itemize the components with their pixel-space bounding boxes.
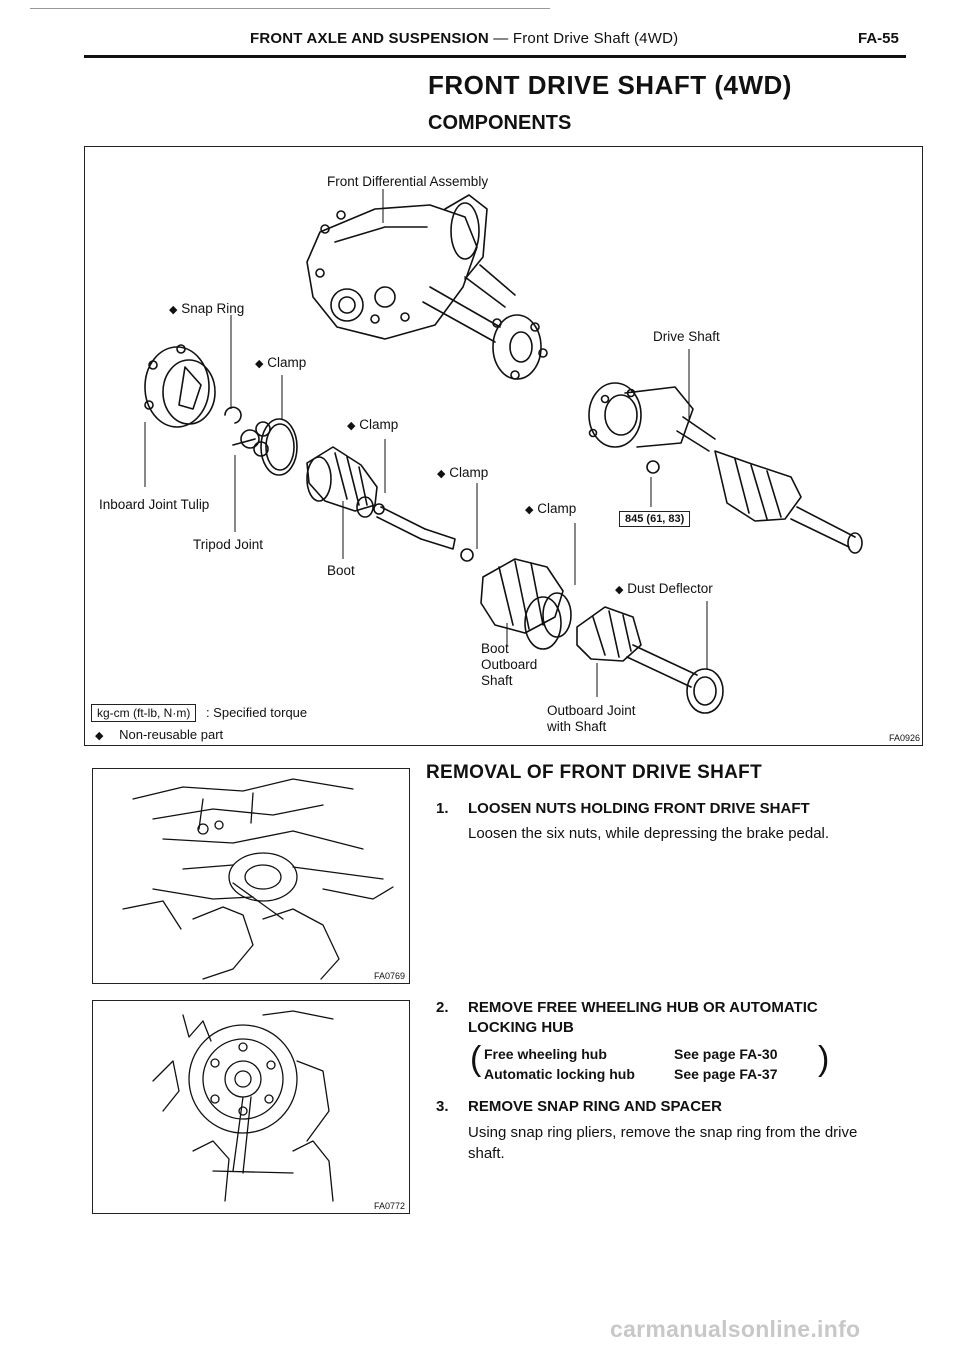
label-line: with Shaft [547, 719, 607, 734]
removal-heading: REMOVAL OF FRONT DRIVE SHAFT [426, 762, 762, 783]
label-clamp-4-group: ◆ Clamp [525, 501, 576, 516]
label-line: Boot [481, 641, 509, 656]
ref-page-link[interactable]: See page FA-37 [674, 1066, 778, 1082]
non-reusable-diamond-icon: ◆ [525, 504, 534, 516]
outboard-boot-drawing [480, 558, 572, 650]
snap-ring-drawing [224, 406, 242, 424]
inboard-joint-tulip-drawing [144, 344, 216, 428]
label-front-differential: Front Differential Assembly [327, 174, 489, 189]
photo-code: FA0769 [373, 971, 405, 981]
label-clamp-1-group: ◆ Clamp [255, 355, 306, 370]
label-dust-deflector: Dust Deflector [627, 581, 713, 596]
photo-loosen-nuts: FA0769 [92, 768, 410, 984]
label-snap-ring-group: ◆ Snap Ring [169, 301, 244, 316]
photo-remove-hub: FA0772 [92, 1000, 410, 1214]
label-clamp-1: Clamp [267, 355, 307, 370]
step-number: 3. [436, 1098, 449, 1115]
step-2-title: 2.REMOVE FREE WHEELING HUB OR AUTOMATIC … [436, 998, 818, 1038]
label-line: Outboard [481, 657, 538, 672]
step-1-title: 1. LOOSEN NUTS HOLDING FRONT DRIVE SHAFT [436, 800, 810, 817]
body-line: Using snap ring pliers, remove the snap … [468, 1124, 858, 1141]
ref-page-link[interactable]: See page FA-30 [674, 1046, 778, 1062]
label-boot-outboard-shaft: Boot Outboard Shaft [481, 641, 537, 689]
label-clamp-3: Clamp [449, 465, 489, 480]
header-subsection: Front Drive Shaft (4WD) [512, 30, 679, 47]
header-section: FRONT AXLE AND SUSPENSION [250, 30, 489, 47]
label-snap-ring: Snap Ring [181, 301, 245, 316]
body-line: shaft. [468, 1145, 505, 1162]
remove-hub-illustration [152, 1010, 334, 1202]
axle-flange-drawing [422, 286, 548, 380]
torque-spec-box: 845 (61, 83) [619, 511, 691, 527]
header-rule [84, 55, 906, 58]
hub-references: Free wheeling hub See page FA-30 Automati… [484, 1044, 778, 1084]
loosen-nuts-illustration [122, 778, 394, 980]
inboard-boot-drawing [306, 446, 385, 518]
drive-shaft-assembly-drawing [588, 382, 863, 554]
step-title: LOOSEN NUTS HOLDING FRONT DRIVE SHAFT [468, 800, 810, 817]
label-clamp-3-group: ◆ Clamp [437, 465, 488, 480]
ref-item: Automatic locking hub [484, 1066, 635, 1082]
step-number: 1. [436, 800, 449, 817]
exploded-view-drawing [144, 189, 863, 714]
step-number: 2. [436, 999, 449, 1016]
top-scan-rule [30, 8, 550, 9]
non-reusable-diamond-icon: ◆ [95, 730, 104, 742]
step-title: REMOVE SNAP RING AND SPACER [468, 1098, 722, 1115]
figure-code: FA0926 [888, 733, 920, 743]
legend-torque-desc: : Specified torque [205, 705, 308, 720]
label-clamp-4: Clamp [537, 501, 577, 516]
ref-item: Free wheeling hub [484, 1046, 607, 1062]
ref-open-brace: ( [470, 1040, 482, 1078]
clamp-ring-drawing [260, 418, 298, 476]
step-title-line: REMOVE FREE WHEELING HUB OR AUTOMATIC [468, 999, 818, 1016]
front-differential-drawing [306, 194, 516, 340]
label-clamp-2: Clamp [359, 417, 399, 432]
non-reusable-diamond-icon: ◆ [347, 420, 356, 432]
header-dash: — [488, 30, 513, 47]
ref-row: Automatic locking hub See page FA-37 [484, 1064, 778, 1084]
step-3-title: 3. REMOVE SNAP RING AND SPACER [436, 1098, 722, 1115]
non-reusable-diamond-icon: ◆ [437, 468, 446, 480]
running-header: FRONT AXLE AND SUSPENSION — Front Drive … [250, 30, 678, 47]
label-line: Outboard Joint [547, 703, 636, 718]
legend-torque-unit-box: kg-cm (ft-lb, N·m) [91, 704, 197, 722]
watermark: carmanualsonline.info [610, 1316, 861, 1342]
label-drive-shaft: Drive Shaft [653, 329, 720, 344]
step-1-body: Loosen the six nuts, while depressing th… [468, 825, 830, 842]
legend-nonreusable: ◆ Non-reusable part [95, 727, 223, 742]
label-clamp-2-group: ◆ Clamp [347, 417, 398, 432]
page-number: FA-55 [858, 30, 899, 47]
non-reusable-diamond-icon: ◆ [255, 358, 264, 370]
shaft-drawing [376, 506, 474, 562]
non-reusable-diamond-icon: ◆ [615, 584, 624, 596]
tripod-joint-drawing [232, 421, 271, 457]
components-diagram: Front Differential Assembly ◆ Snap Ring … [84, 146, 923, 746]
label-tripod-joint: Tripod Joint [193, 537, 264, 552]
label-boot: Boot [327, 563, 355, 578]
label-outboard-joint: Outboard Joint with Shaft [547, 703, 636, 735]
ref-close-brace: ) [818, 1040, 830, 1078]
label-line: Shaft [481, 673, 513, 688]
ref-row: Free wheeling hub See page FA-30 [484, 1044, 778, 1064]
page-title: FRONT DRIVE SHAFT (4WD) [428, 70, 792, 100]
outboard-joint-drawing [576, 606, 724, 714]
leader-lines [144, 189, 708, 697]
label-dust-deflector-group: ◆ Dust Deflector [615, 581, 713, 596]
step-3-body: Using snap ring pliers, remove the snap … [468, 1122, 857, 1164]
step-title-line: LOCKING HUB [468, 1019, 574, 1036]
legend-torque: kg-cm (ft-lb, N·m) : Specified torque [91, 704, 308, 722]
label-inboard-joint-tulip: Inboard Joint Tulip [99, 497, 210, 512]
non-reusable-diamond-icon: ◆ [169, 304, 178, 316]
components-heading: COMPONENTS [428, 112, 572, 134]
photo-code: FA0772 [373, 1201, 405, 1211]
legend-nonreusable-desc: Non-reusable part [119, 727, 224, 742]
